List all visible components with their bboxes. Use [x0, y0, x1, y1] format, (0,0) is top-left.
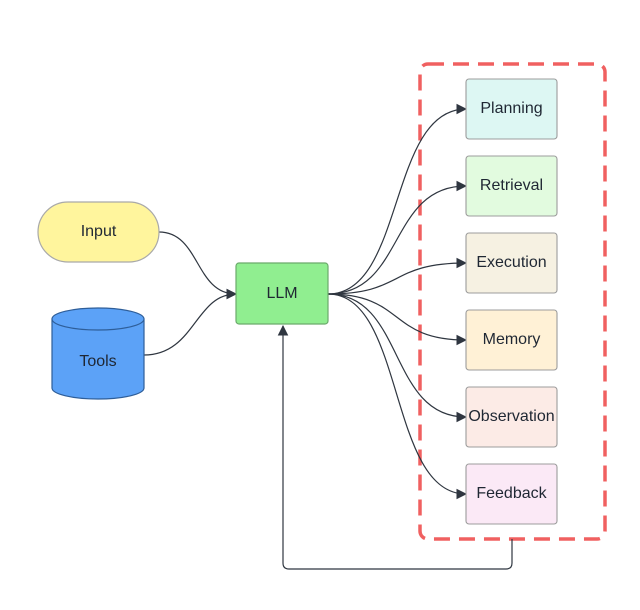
- module-memory-shape: [465, 309, 558, 371]
- module-feedback: Feedback: [465, 463, 558, 525]
- module-observation-label: Observation: [468, 408, 554, 425]
- tools-node-label: Tools: [79, 353, 116, 370]
- edge-llm-to-memory: [327, 293, 468, 346]
- input-node-label: Input: [81, 223, 117, 240]
- llm-node-label: LLM: [266, 285, 297, 302]
- module-planning-shape: [465, 78, 558, 140]
- module-retrieval-shape: [465, 155, 558, 217]
- module-feedback-shape: [465, 463, 558, 525]
- module-observation: Observation: [465, 386, 558, 448]
- module-retrieval-label: Retrieval: [480, 177, 543, 194]
- edge-llm-to-execution: [327, 257, 468, 295]
- tools-node-top: [51, 307, 145, 331]
- module-observation-shape: [465, 386, 558, 448]
- module-execution-shape: [465, 232, 558, 294]
- tools-node: Tools: [51, 307, 145, 400]
- edge-llm-to-planning: [327, 103, 468, 295]
- edges-layer: [143, 103, 513, 570]
- module-memory-label: Memory: [483, 331, 541, 348]
- module-feedback-label: Feedback: [476, 485, 547, 502]
- module-planning: Planning: [465, 78, 558, 140]
- input-node: Input: [37, 201, 160, 263]
- tools-node-shape: [51, 319, 145, 400]
- edge-llm-to-feedback: [327, 293, 468, 500]
- edge-llm-to-observation: [327, 293, 468, 423]
- module-memory: Memory: [465, 309, 558, 371]
- llm-node-shape: [235, 262, 329, 325]
- input-node-shape: [37, 201, 160, 263]
- module-execution: Execution: [465, 232, 558, 294]
- edge-tools-to-llm: [143, 288, 238, 356]
- edge-llm-to-retrieval: [327, 180, 468, 295]
- module-execution-label: Execution: [476, 254, 546, 271]
- module-planning-label: Planning: [480, 100, 542, 117]
- module-retrieval: Retrieval: [465, 155, 558, 217]
- edge-input-to-llm: [158, 231, 238, 300]
- edge-module-group-to-llm: [277, 324, 513, 570]
- llm-node: LLM: [235, 262, 329, 325]
- modules-layer: PlanningRetrievalExecutionMemoryObservat…: [465, 78, 558, 525]
